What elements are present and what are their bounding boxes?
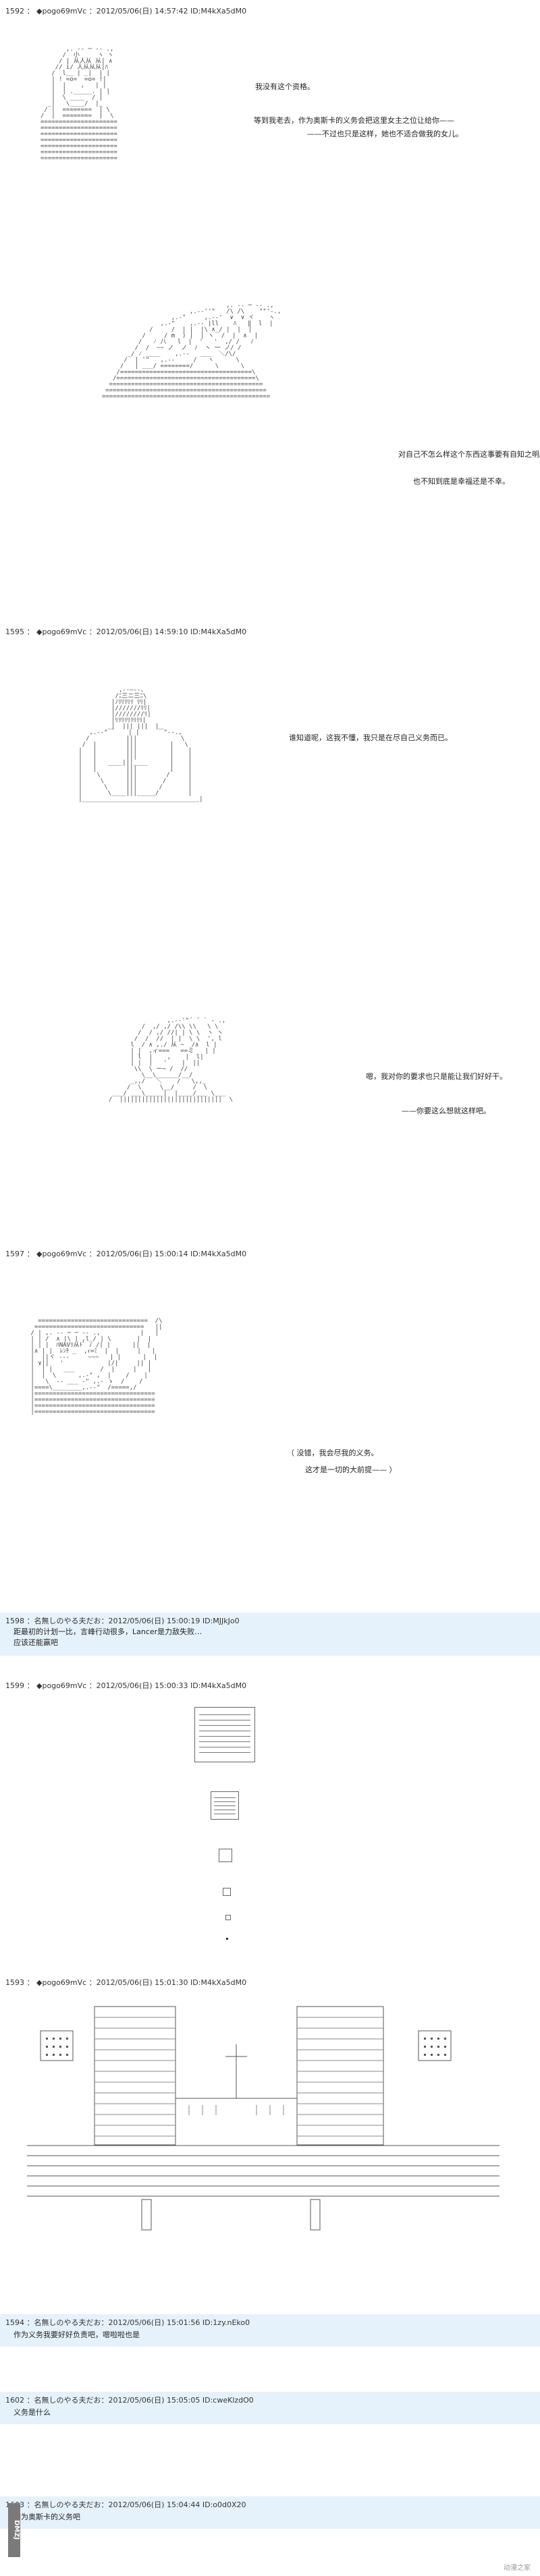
site-watermark: DMZJ — [8, 2503, 20, 2557]
dialogue-line: 嗯，我对你的要求也只是能让我们好好干。 — [366, 1072, 507, 1081]
reply-body-line: 作为奥斯卡的义务吧 — [14, 2513, 80, 2521]
reply-header: 1602 ：名無しのやる夫だお：2012/05/06(日) 15:05:05 I… — [5, 2396, 254, 2405]
dialogue-line: 也不知到底是幸福还是不幸。 — [413, 477, 510, 486]
post-number[interactable]: 1599 — [5, 1681, 24, 1690]
post-date: ：2012/05/06(日) 15:01:30 ID:M4kXa5dM0 — [88, 1978, 247, 1987]
dialogue-line: 谁知道呢，这我不懂，我只是在尽自己义务而已。 — [289, 733, 452, 742]
reply-1598: 1598 ：名無しのやる夫だお：2012/05/06(日) 15:00:19 I… — [0, 1613, 540, 1656]
ascii-art-back: ,-‐―‐-、 /ﾆ三ニ三ﾆ\ |ﾉﾘﾘﾘﾘﾘ ﾘﾘ| |///////ﾘﾘ| … — [78, 687, 203, 803]
post-date: ：2012/05/06(日) 14:57:42 ID:M4kXa5dM0 — [88, 7, 247, 16]
post-header: 1592 ： ◆pogo69mVc ：2012/05/06(日) 14:57:4… — [5, 7, 247, 16]
post-header: 1593 ： ◆pogo69mVc ：2012/05/06(日) 15:01:3… — [5, 1978, 247, 1987]
reply-header: 1598 ：名無しのやる夫だお：2012/05/06(日) 15:00:19 I… — [5, 1617, 240, 1625]
shrinking-box-4 — [223, 1888, 231, 1896]
dialogue-line: ——你要这么想就这样吧。 — [402, 1107, 491, 1115]
reply-body-line: 应该还能赢吧 — [14, 1638, 58, 1647]
post-header: 1597 ： ◆pogo69mVc ：2012/05/06(日) 15:00:1… — [5, 1250, 247, 1258]
reply-1594: 1594 ：名無しのやる夫だお：2012/05/06(日) 15:01:56 I… — [0, 2314, 540, 2347]
reply-1603: 1603 ：名無しのやる夫だお：2012/05/06(日) 15:04:44 I… — [0, 2496, 540, 2529]
shrinking-box-3 — [219, 1849, 232, 1862]
shrinking-box-1 — [194, 1707, 255, 1762]
dialogue-line: 对自己不怎么样这个东西这事要有自知之明。 — [398, 450, 540, 459]
poster-name: ◆pogo69mVc — [36, 627, 87, 636]
post-number[interactable]: 1595 — [5, 627, 24, 636]
post-number[interactable]: 1593 — [5, 1978, 24, 1987]
poster-name: ◆pogo69mVc — [36, 1978, 87, 1987]
shrinking-box-2 — [211, 1791, 239, 1820]
reply-body-line: 作为义务我要好好负责吧，嗯啦啦也是 — [14, 2330, 140, 2339]
ascii-art-man: ,. -‐ ─ ‐- ., / 小 ヽ ヽ / | 从人从 从| ∧ // i/… — [40, 46, 117, 162]
poster-name: ◆pogo69mVc — [36, 1681, 87, 1690]
post-date: ：2012/05/06(日) 15:00:14 ID:M4kXa5dM0 — [88, 1250, 247, 1258]
ascii-art-boy: ,.-‐'"´ ̄ ` ‐ ., / ,/ ,/ /\\ \\ \ \ / / … — [108, 1017, 234, 1103]
church-scene — [27, 2006, 500, 2231]
ascii-art-girl: ,. -‐ ─ ‐- ., ,.-‐''" /\ /\ ""'‐., ,.‐" … — [101, 302, 281, 400]
brand-label: 动漫之家 — [504, 2565, 531, 2572]
post-number[interactable]: 1592 — [5, 7, 24, 16]
ascii-art-closeup: ============================== /\ ======… — [30, 1318, 163, 1416]
reply-1602: 1602 ：名無しのやる夫だお：2012/05/06(日) 15:05:05 I… — [0, 2392, 540, 2424]
post-number[interactable]: 1597 — [5, 1250, 24, 1258]
reply-body-line: 义务是什么 — [14, 2408, 51, 2417]
shrinking-dot — [226, 1938, 228, 1940]
post-date: ：2012/05/06(日) 15:00:33 ID:M4kXa5dM0 — [88, 1681, 247, 1690]
dialogue-line: （ 没错，我会尽我的义务。 — [287, 1449, 379, 1457]
reply-header: 1594 ：名無しのやる夫だお：2012/05/06(日) 15:01:56 I… — [5, 2318, 250, 2327]
dialogue-line: 这才是一切的大前提—— ） — [305, 1465, 397, 1474]
post-header: 1599 ： ◆pogo69mVc ：2012/05/06(日) 15:00:3… — [5, 1681, 247, 1690]
dialogue-line: ——不过也只是这样，她也不适合做我的女儿。 — [307, 130, 463, 138]
post-date: ：2012/05/06(日) 14:59:10 ID:M4kXa5dM0 — [88, 627, 247, 636]
reply-header: 1603 ：名無しのやる夫だお：2012/05/06(日) 15:04:44 I… — [5, 2500, 246, 2509]
dialogue-line: 等到我老去，作为奥斯卡的义务会把这里女主之位让给你—— — [254, 116, 454, 125]
poster-name: ◆pogo69mVc — [36, 1250, 87, 1258]
poster-name: ◆pogo69mVc — [36, 7, 87, 16]
reply-body-line: 距最初的计划一比，言峰行动很多，Lancer是力敌失败… — [14, 1627, 202, 1636]
post-header: 1595 ： ◆pogo69mVc ：2012/05/06(日) 14:59:1… — [5, 627, 247, 636]
shrinking-box-5 — [225, 1915, 231, 1920]
dialogue-line: 我没有这个资格。 — [255, 82, 315, 91]
